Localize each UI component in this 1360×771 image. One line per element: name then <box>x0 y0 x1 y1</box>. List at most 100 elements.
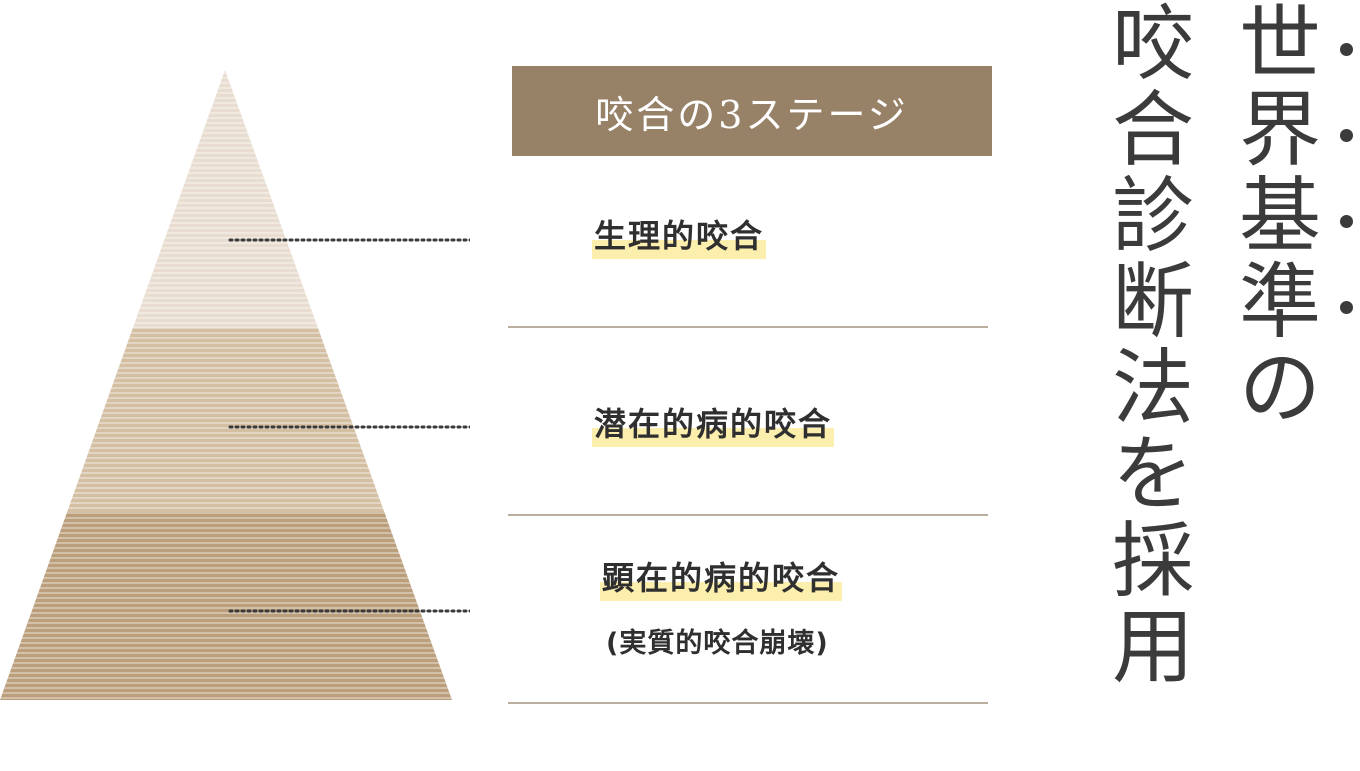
stage-3-label: 顕在的病的咬合 <box>600 559 843 601</box>
pyramid-stripe <box>0 667 452 669</box>
pyramid-stripe <box>0 287 452 289</box>
pyramid-stripe <box>0 137 452 139</box>
pyramid-stripe <box>0 132 452 134</box>
pyramid-stripe <box>0 492 452 494</box>
pyramid-stripe <box>0 677 452 679</box>
pyramid-stripe <box>0 157 452 159</box>
pyramid-stripe <box>0 592 452 594</box>
pyramid-stripe <box>0 427 452 429</box>
pyramid-stripe <box>0 222 452 224</box>
pyramid-stripe <box>0 487 452 489</box>
pyramid-stripe <box>0 632 452 634</box>
divider-3 <box>508 702 988 704</box>
pyramid-stripe <box>0 657 452 659</box>
pyramid-stripe <box>0 347 452 349</box>
pyramid-stripe <box>0 392 452 394</box>
pyramid-stripe <box>0 77 452 79</box>
pyramid-stripe <box>0 652 452 654</box>
title-char: 用 <box>1111 599 1194 695</box>
pyramid-stripe <box>0 687 452 689</box>
pyramid-stripe <box>0 402 452 404</box>
divider-2 <box>508 514 988 516</box>
pyramid-tier-middle <box>0 328 452 512</box>
title-dot <box>1339 43 1353 56</box>
pyramid-stripe <box>0 147 452 149</box>
pyramid-stripe <box>0 367 452 369</box>
pyramid-stripe <box>0 502 452 504</box>
pyramid-stripe <box>0 217 452 219</box>
pyramid-stripe <box>0 307 452 309</box>
pyramid-stripe <box>0 482 452 484</box>
pyramid-stripe <box>0 607 452 609</box>
pyramid-stripe <box>0 512 452 514</box>
pyramid-stripe <box>0 152 452 154</box>
title-dots <box>1336 20 1356 364</box>
pyramid-stripe <box>0 252 452 254</box>
pyramid-stripe <box>0 187 452 189</box>
pyramid-stripe <box>0 412 452 414</box>
pyramid-stripe <box>0 642 452 644</box>
stage-1-label: 生理的咬合 <box>592 217 767 259</box>
pyramid-stripe <box>0 457 452 459</box>
divider-1 <box>508 326 988 328</box>
stages-header-title: 咬合の3ステージ <box>595 92 909 137</box>
pyramid-stripe <box>0 697 452 699</box>
pyramid-stripe <box>0 277 452 279</box>
pyramid-stripe <box>0 517 452 519</box>
pyramid-stripe <box>0 102 452 104</box>
pyramid-stripe <box>0 342 452 344</box>
stages-header: 咬合の3ステージ <box>512 66 992 156</box>
pyramid-stripe <box>0 662 452 664</box>
pyramid-stripe <box>0 507 452 509</box>
pyramid-stripe <box>0 117 452 119</box>
title-char: 基 <box>1238 169 1321 265</box>
pyramid-stripe <box>0 192 452 194</box>
pyramid-stripe <box>0 372 452 374</box>
pyramid-stripe <box>0 597 452 599</box>
pyramid-stripe <box>0 292 452 294</box>
pyramid-stripe <box>0 337 452 339</box>
pyramid-stripe <box>0 417 452 419</box>
pyramid-stripe <box>0 397 452 399</box>
title-column-2: 咬合診断法を採用 <box>1098 1 1208 695</box>
pyramid-stripe <box>0 82 452 84</box>
pyramid-stripe <box>0 382 452 384</box>
title-char: 診 <box>1111 169 1194 265</box>
pyramid-stripe <box>0 282 452 284</box>
pyramid-stripe <box>0 362 452 364</box>
pyramid-stripe <box>0 332 452 334</box>
title-column-1: 世界基準の <box>1225 1 1335 432</box>
pyramid-stripe <box>0 547 452 549</box>
pyramid-stripe <box>0 182 452 184</box>
pyramid-stripe <box>0 197 452 199</box>
title-char: 合 <box>1111 83 1194 179</box>
pyramid-diagram <box>0 70 470 700</box>
pyramid-stripe <box>0 622 452 624</box>
pyramid-stripe <box>0 582 452 584</box>
pyramid-stripe <box>0 107 452 109</box>
pyramid-stripe <box>0 462 452 464</box>
pyramid-stripe <box>0 247 452 249</box>
pyramid-stripe <box>0 527 452 529</box>
title-char: を <box>1111 427 1194 523</box>
stage-3-sublabel: (実質的咬合崩壊) <box>606 628 829 659</box>
pyramid-stripe <box>0 467 452 469</box>
pyramid-stripe <box>0 577 452 579</box>
pyramid-stripe <box>0 422 452 424</box>
pyramid-stripe <box>0 357 452 359</box>
pyramid-stripe <box>0 567 452 569</box>
title-dot <box>1339 215 1353 228</box>
title-char: 法 <box>1111 341 1194 437</box>
pyramid-stripe <box>0 637 452 639</box>
pyramid-stripe <box>0 532 452 534</box>
pyramid-stripe <box>0 557 452 559</box>
pyramid-stripe <box>0 472 452 474</box>
pyramid-stripe <box>0 407 452 409</box>
title-char: 断 <box>1111 255 1194 351</box>
pyramid-stripe <box>0 452 452 454</box>
pyramid-stripe <box>0 477 452 479</box>
pyramid-stripe <box>0 552 452 554</box>
title-char: 界 <box>1238 83 1321 179</box>
pyramid-stripe <box>0 377 452 379</box>
pyramid-stripe <box>0 627 452 629</box>
